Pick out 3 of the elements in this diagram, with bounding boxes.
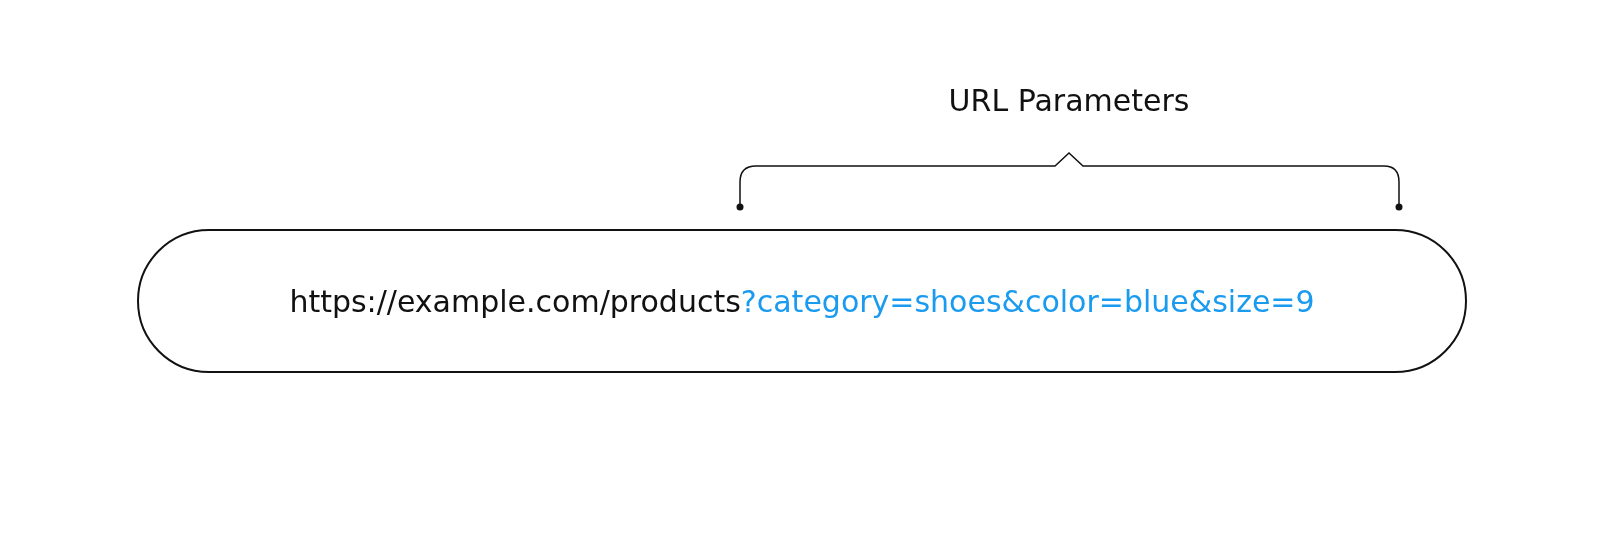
url-base-text: https://example.com/products (289, 283, 741, 319)
url-parameters-text: ?category=shoes&color=blue&size=9 (740, 283, 1315, 319)
bracket-label: URL Parameters (948, 83, 1190, 118)
